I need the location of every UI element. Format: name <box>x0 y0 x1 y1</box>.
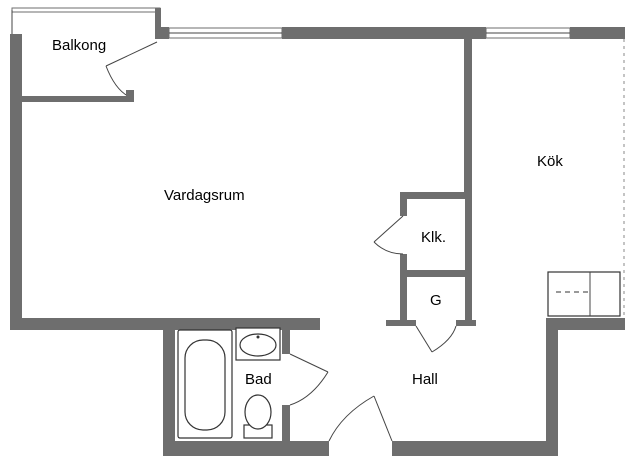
wall-bath-right-upper <box>282 324 290 354</box>
wall-bottom-right <box>392 441 558 456</box>
klk-door <box>373 215 404 255</box>
label-g: G <box>430 292 442 309</box>
walls <box>10 8 625 456</box>
wall-bottom-left <box>163 441 329 456</box>
entrance-door-arc <box>328 395 375 442</box>
label-hall: Hall <box>412 371 438 388</box>
wall-klk-g <box>400 270 472 277</box>
wall-g-bottom-right <box>456 320 476 326</box>
balkong-outline <box>11 7 161 102</box>
bad-door-leaf <box>289 353 329 373</box>
label-klk: Klk. <box>421 229 446 246</box>
bad-door <box>289 353 329 406</box>
bad-door-arc <box>289 371 329 406</box>
label-balkong: Balkong <box>52 37 106 54</box>
entrance-door-leaf <box>373 395 393 442</box>
wall-balkong-post <box>155 8 161 38</box>
kok-fixtures <box>547 39 625 318</box>
bathtub-inner <box>184 339 226 431</box>
label-kok: Kök <box>537 153 563 170</box>
wall-balkong-bottom <box>22 96 126 102</box>
wall-closet-left-lower <box>400 254 407 324</box>
wall-g-bottom-left <box>386 320 416 326</box>
wall-bath-right-lower <box>282 405 290 449</box>
toilet-icon <box>244 394 272 430</box>
entrance-door <box>328 395 393 442</box>
wall-closet-top <box>400 192 472 199</box>
label-bad: Bad <box>245 371 272 388</box>
klk-door-leaf <box>373 215 404 243</box>
wall-vr-kok <box>464 39 472 192</box>
balkong-door-leaf <box>105 41 158 67</box>
klk-door-arc <box>373 241 404 255</box>
wall-kok-bottom <box>546 318 625 330</box>
wall-bath-left <box>163 318 175 456</box>
g-door-leaf <box>415 325 433 353</box>
wall-left <box>10 34 22 330</box>
windows <box>168 27 571 39</box>
kitchen-counter <box>547 271 621 317</box>
wall-top-3 <box>570 27 625 39</box>
wall-hall-right <box>546 318 558 456</box>
bad-fixtures <box>177 327 281 439</box>
room-labels: Balkong Vardagsrum Kök Klk. G Bad Hall <box>52 37 563 388</box>
wall-top-2 <box>282 27 486 39</box>
wall-closet-left-upper <box>400 192 407 216</box>
sink-icon <box>239 333 277 357</box>
g-door-arc <box>431 325 457 353</box>
g-door <box>415 325 457 353</box>
label-vardagsrum: Vardagsrum <box>164 187 245 204</box>
wall-closet-right <box>465 192 472 325</box>
